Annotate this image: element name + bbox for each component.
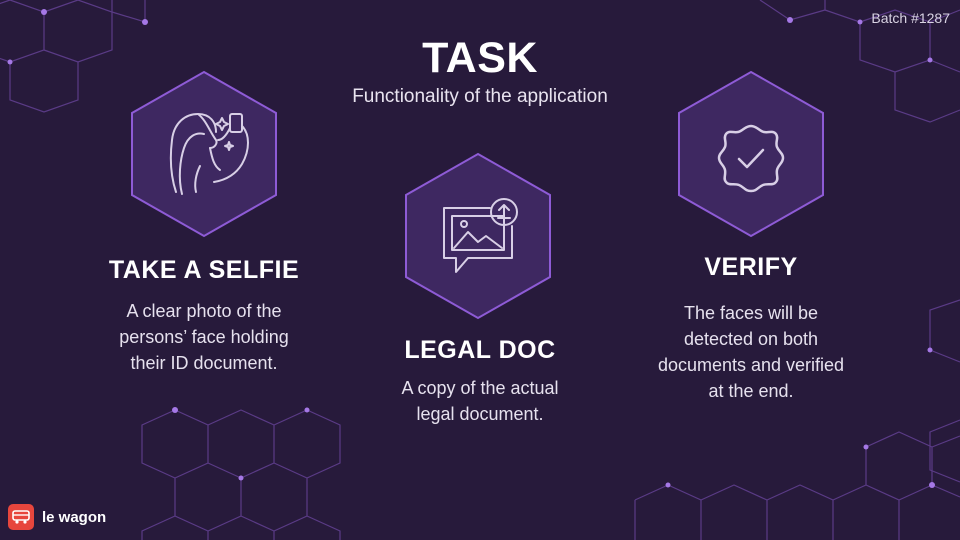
selfie-description: A clear photo of the persons’ face holdi… — [119, 301, 289, 373]
verify-description: The faces will be detected on both docum… — [657, 303, 845, 401]
selfie-heading: TAKE A SELFIE — [108, 256, 300, 284]
brand-name: le wagon — [42, 508, 107, 526]
batch-label: Batch #1287 — [871, 10, 950, 26]
page-title: TASK — [422, 34, 538, 82]
legal-doc-heading: LEGAL DOC — [404, 336, 556, 364]
wagon-logo-icon — [8, 504, 34, 530]
legal-doc-description: A copy of the actual legal document. — [401, 378, 559, 424]
legal-document-upload-icon — [443, 198, 518, 273]
selfie-hexagon — [131, 70, 277, 238]
le-wagon-logo: le wagon — [8, 504, 106, 530]
legal-doc-hexagon — [405, 152, 551, 320]
selfie-icon — [169, 113, 249, 195]
verify-hexagon — [678, 70, 824, 238]
verify-heading: VERIFY — [704, 253, 798, 281]
verified-badge-icon — [717, 124, 785, 193]
page-subtitle: Functionality of the application — [352, 86, 608, 107]
